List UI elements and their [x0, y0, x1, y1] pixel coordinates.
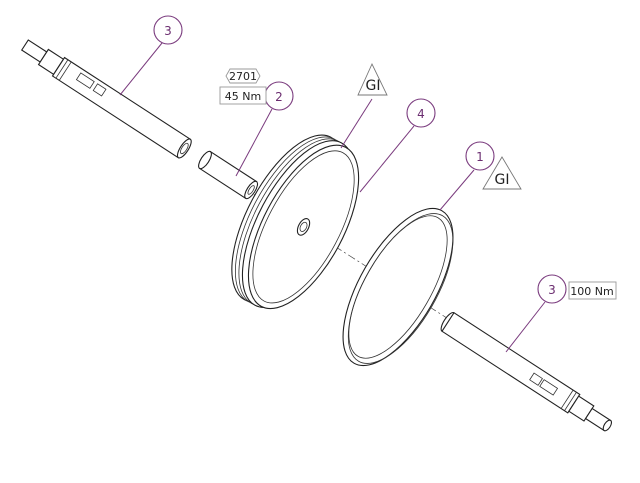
- sleeve: [198, 150, 259, 200]
- balloon-2: 2: [264, 81, 294, 111]
- svg-text:100 Nm: 100 Nm: [570, 285, 613, 298]
- svg-text:45 Nm: 45 Nm: [225, 90, 261, 103]
- torque-sleeve-label: 45 Nm: [219, 86, 267, 105]
- svg-text:3: 3: [548, 283, 556, 297]
- svg-text:2701: 2701: [229, 70, 257, 83]
- shaft-top-left: [20, 39, 192, 159]
- balloon-4: 4: [406, 98, 436, 128]
- svg-text:1: 1: [476, 150, 484, 164]
- grease-symbol-ring: GI: [482, 156, 522, 190]
- grease-symbol-pulley: GI: [357, 62, 388, 96]
- shaft-bottom-right: [440, 311, 613, 432]
- svg-text:3: 3: [164, 24, 172, 38]
- balloon-3-bottom: 3: [537, 274, 567, 304]
- svg-text:GI: GI: [495, 172, 510, 188]
- pulley: [231, 134, 360, 310]
- torque-shaft-label: 100 Nm: [568, 281, 617, 300]
- balloon-3-top: 3: [153, 15, 183, 45]
- adhesive-code-tag: 2701: [225, 68, 261, 84]
- balloon-1: 1: [465, 141, 495, 171]
- svg-text:GI: GI: [366, 78, 381, 94]
- svg-text:2: 2: [275, 90, 283, 104]
- svg-text:4: 4: [417, 107, 425, 121]
